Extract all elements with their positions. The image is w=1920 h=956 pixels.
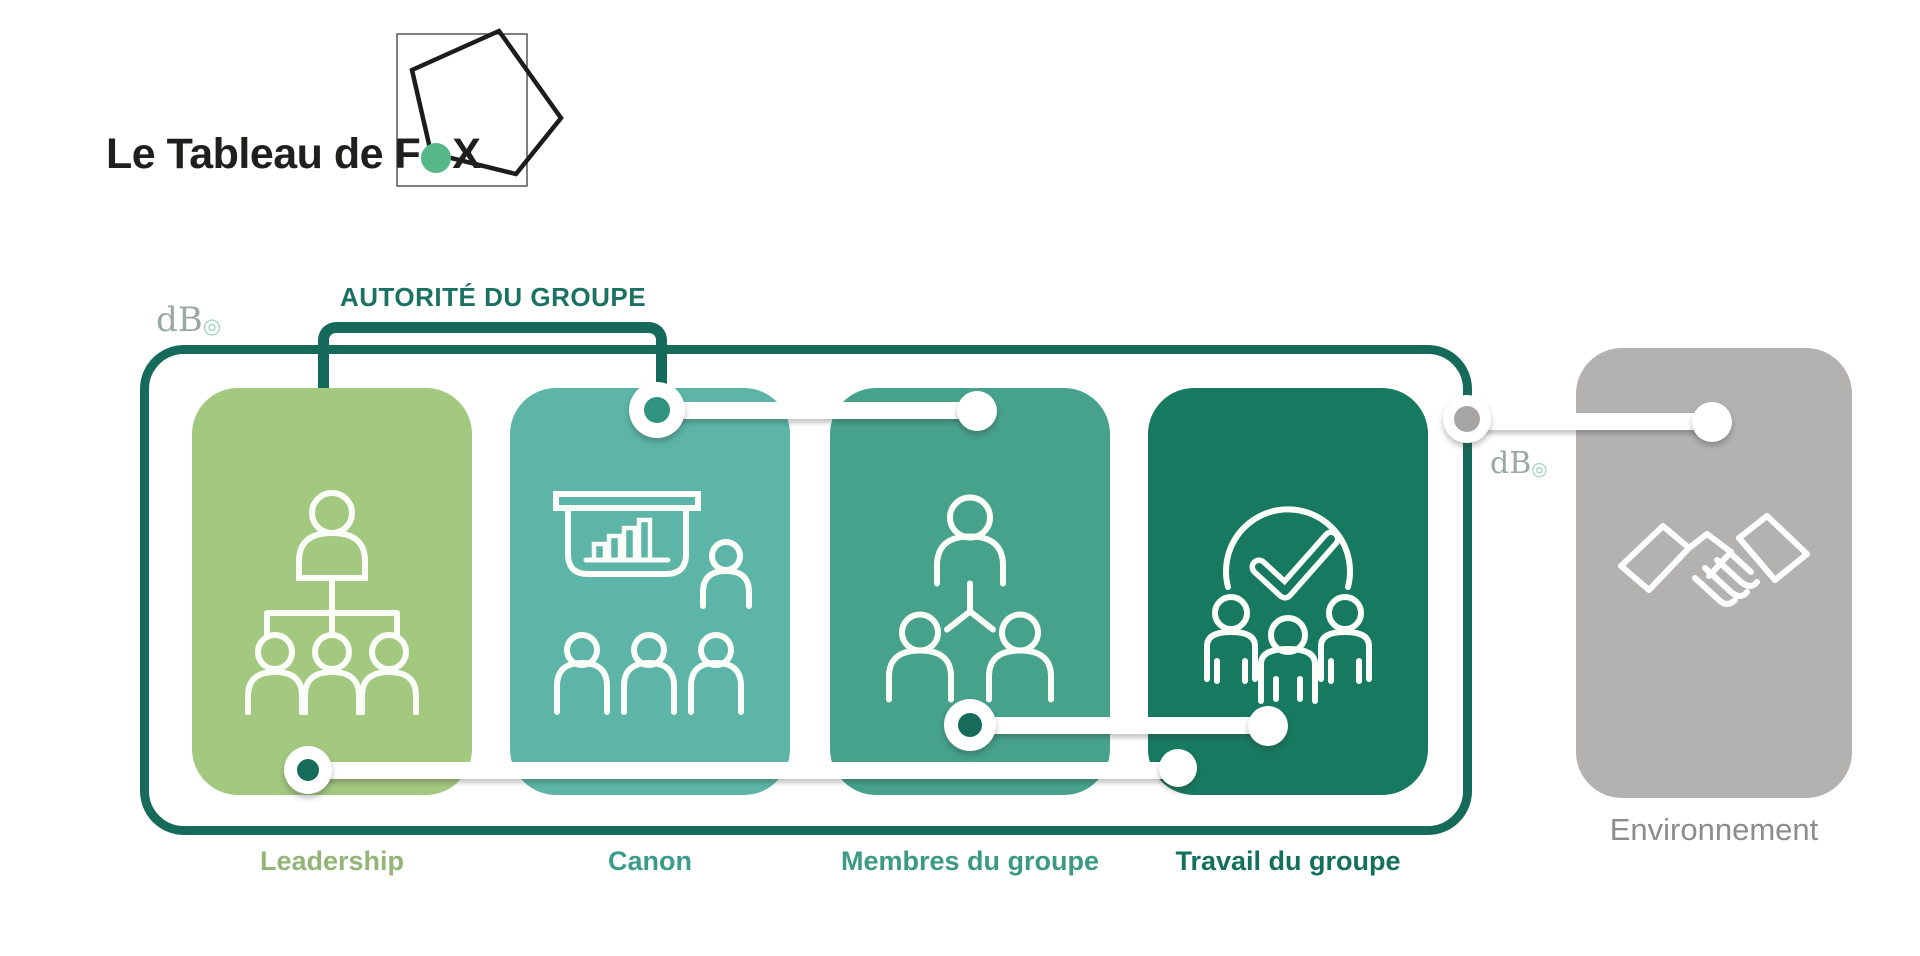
logo-rectangle xyxy=(396,33,528,187)
card-leadership xyxy=(192,388,472,795)
connector-environment xyxy=(1465,413,1712,430)
connector-leadership-travail xyxy=(308,762,1178,779)
network-people-icon xyxy=(870,487,1070,712)
fox-pentagon-logo xyxy=(396,28,564,187)
card-canon xyxy=(510,388,790,795)
label-travail: Travail du groupe xyxy=(1175,846,1401,876)
connector-node-canon-top xyxy=(629,382,685,438)
connector-dot xyxy=(297,759,319,781)
group-check-icon xyxy=(1173,485,1403,715)
connector-node-travail-bottom-left xyxy=(1159,749,1197,787)
label-membres: Membres du groupe xyxy=(840,846,1100,876)
authority-group-label: AUTORITÉ DU GROUPE xyxy=(339,282,647,312)
connector-membres-travail xyxy=(970,717,1268,734)
connector-dot xyxy=(958,713,982,737)
page-title: Le Tableau de F X xyxy=(106,130,481,179)
connector-node-container-right xyxy=(1443,395,1491,443)
org-hierarchy-icon xyxy=(237,485,427,715)
label-environnement: Environnement xyxy=(1609,812,1819,847)
db-watermark-left: dB◎ xyxy=(156,300,222,340)
title-text-suffix: X xyxy=(452,130,481,178)
group-system-container xyxy=(140,345,1472,835)
connector-node-membres-bottom xyxy=(944,699,996,751)
connector-canon-membres xyxy=(657,402,977,419)
connector-node-membres-top xyxy=(957,391,997,431)
checkmark-inner xyxy=(1255,534,1335,595)
title-text-prefix: Le Tableau de F xyxy=(106,130,421,178)
copyright-circle-icon: ◎ xyxy=(1531,459,1548,480)
copyright-circle-icon: ◎ xyxy=(202,313,222,338)
db-watermark-right: dB◎ xyxy=(1490,446,1548,481)
connector-node-leadership-bottom xyxy=(284,746,332,794)
logo-pentagon-outline xyxy=(409,28,564,177)
authority-bracket xyxy=(318,322,667,388)
connector-node-environment-top xyxy=(1692,402,1732,442)
label-leadership: Leadership xyxy=(259,846,405,876)
title-o-dot-icon xyxy=(421,142,452,173)
connector-dot xyxy=(644,397,670,423)
presentation-chart-icon xyxy=(544,480,756,720)
connector-dot xyxy=(1454,406,1480,432)
handshake-icon xyxy=(1609,488,1819,658)
label-canon: Canon xyxy=(608,846,692,876)
connector-node-travail-bottom xyxy=(1248,706,1288,746)
